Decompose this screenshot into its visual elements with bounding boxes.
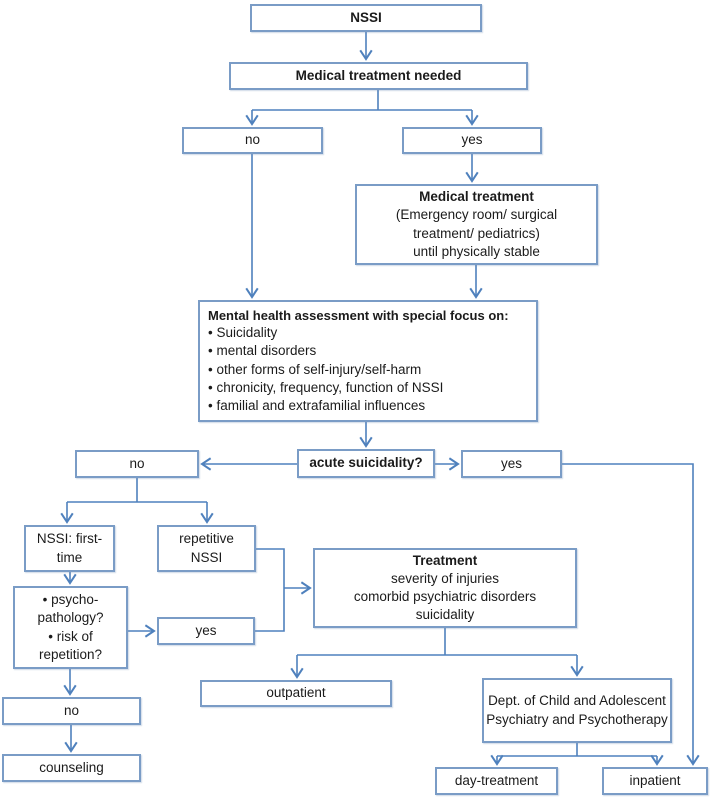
node-day-treatment-label: day-treatment bbox=[454, 772, 539, 788]
node-assessment-bullet: • familial and extrafamilial influences bbox=[208, 398, 426, 414]
node-inpatient-label: inpatient bbox=[629, 772, 681, 788]
node-medical-treatment-needed-label: Medical treatment needed bbox=[295, 67, 462, 83]
node-assessment-bullet: • mental disorders bbox=[208, 343, 317, 359]
node-outpatient: outpatient bbox=[200, 680, 392, 707]
node-psycho-bullet: • risk of repetition? bbox=[38, 628, 103, 662]
node-repetitive-nssi-label: repetitive NSSI bbox=[179, 531, 234, 565]
node-medical-treatment-line: (Emergency room/ surgical treatment/ ped… bbox=[395, 207, 558, 241]
node-medical-treatment: Medical treatment (Emergency room/ surgi… bbox=[355, 184, 598, 265]
node-nssi-label: NSSI bbox=[350, 9, 382, 25]
node-mental-health-assessment: Mental health assessment with special fo… bbox=[198, 300, 538, 422]
node-treatment-line: comorbid psychiatric disorders bbox=[353, 589, 537, 604]
node-risk-yes-label: yes bbox=[195, 622, 217, 638]
node-treatment-title: Treatment bbox=[412, 552, 478, 568]
node-dept-label: Dept. of Child and Adolescent Psychiatry… bbox=[486, 693, 668, 727]
node-nssi-first-time-label: NSSI: first-time bbox=[36, 531, 103, 565]
node-counseling-label: counseling bbox=[39, 759, 104, 775]
node-acute-suicidality: acute suicidality? bbox=[297, 449, 435, 478]
node-psychopathology-risk: • psycho-pathology? • risk of repetition… bbox=[13, 586, 128, 669]
node-dept-child-adolescent-psychiatry: Dept. of Child and Adolescent Psychiatry… bbox=[482, 678, 672, 743]
node-medical-treatment-needed: Medical treatment needed bbox=[229, 62, 528, 90]
node-medical-needed-yes: yes bbox=[402, 127, 542, 154]
node-risk-yes: yes bbox=[157, 617, 255, 645]
node-risk-no-label: no bbox=[63, 702, 80, 718]
node-day-treatment: day-treatment bbox=[435, 767, 558, 795]
node-medical-needed-no-label: no bbox=[244, 132, 261, 148]
node-medical-needed-no: no bbox=[182, 127, 323, 154]
node-assessment-bullet: • other forms of self-injury/self-harm bbox=[208, 361, 422, 377]
node-nssi: NSSI bbox=[250, 4, 482, 32]
node-treatment-line: suicidality bbox=[415, 607, 475, 623]
node-counseling: counseling bbox=[2, 754, 141, 782]
node-inpatient: inpatient bbox=[602, 767, 708, 795]
node-medical-treatment-line: until physically stable bbox=[413, 243, 540, 259]
node-treatment: Treatment severity of injuries comorbid … bbox=[313, 548, 577, 628]
node-treatment-line: severity of injuries bbox=[390, 570, 500, 586]
node-acute-yes-label: yes bbox=[500, 455, 522, 471]
node-acute-no: no bbox=[75, 450, 199, 478]
node-risk-no: no bbox=[2, 697, 141, 725]
node-assessment-bullet: • chronicity, frequency, function of NSS… bbox=[208, 379, 444, 395]
node-acute-yes: yes bbox=[461, 450, 562, 478]
node-nssi-first-time: NSSI: first-time bbox=[24, 525, 115, 572]
node-medical-treatment-title: Medical treatment bbox=[419, 189, 534, 205]
node-repetitive-nssi: repetitive NSSI bbox=[157, 525, 256, 572]
node-medical-needed-yes-label: yes bbox=[461, 132, 483, 148]
node-outpatient-label: outpatient bbox=[266, 685, 326, 701]
node-acute-no-label: no bbox=[129, 455, 145, 471]
node-assessment-bullet: • Suicidality bbox=[208, 325, 278, 341]
node-acute-suicidality-label: acute suicidality? bbox=[309, 455, 423, 471]
node-psycho-bullet: • psycho-pathology? bbox=[37, 592, 104, 626]
node-assessment-title: Mental health assessment with special fo… bbox=[208, 307, 509, 323]
